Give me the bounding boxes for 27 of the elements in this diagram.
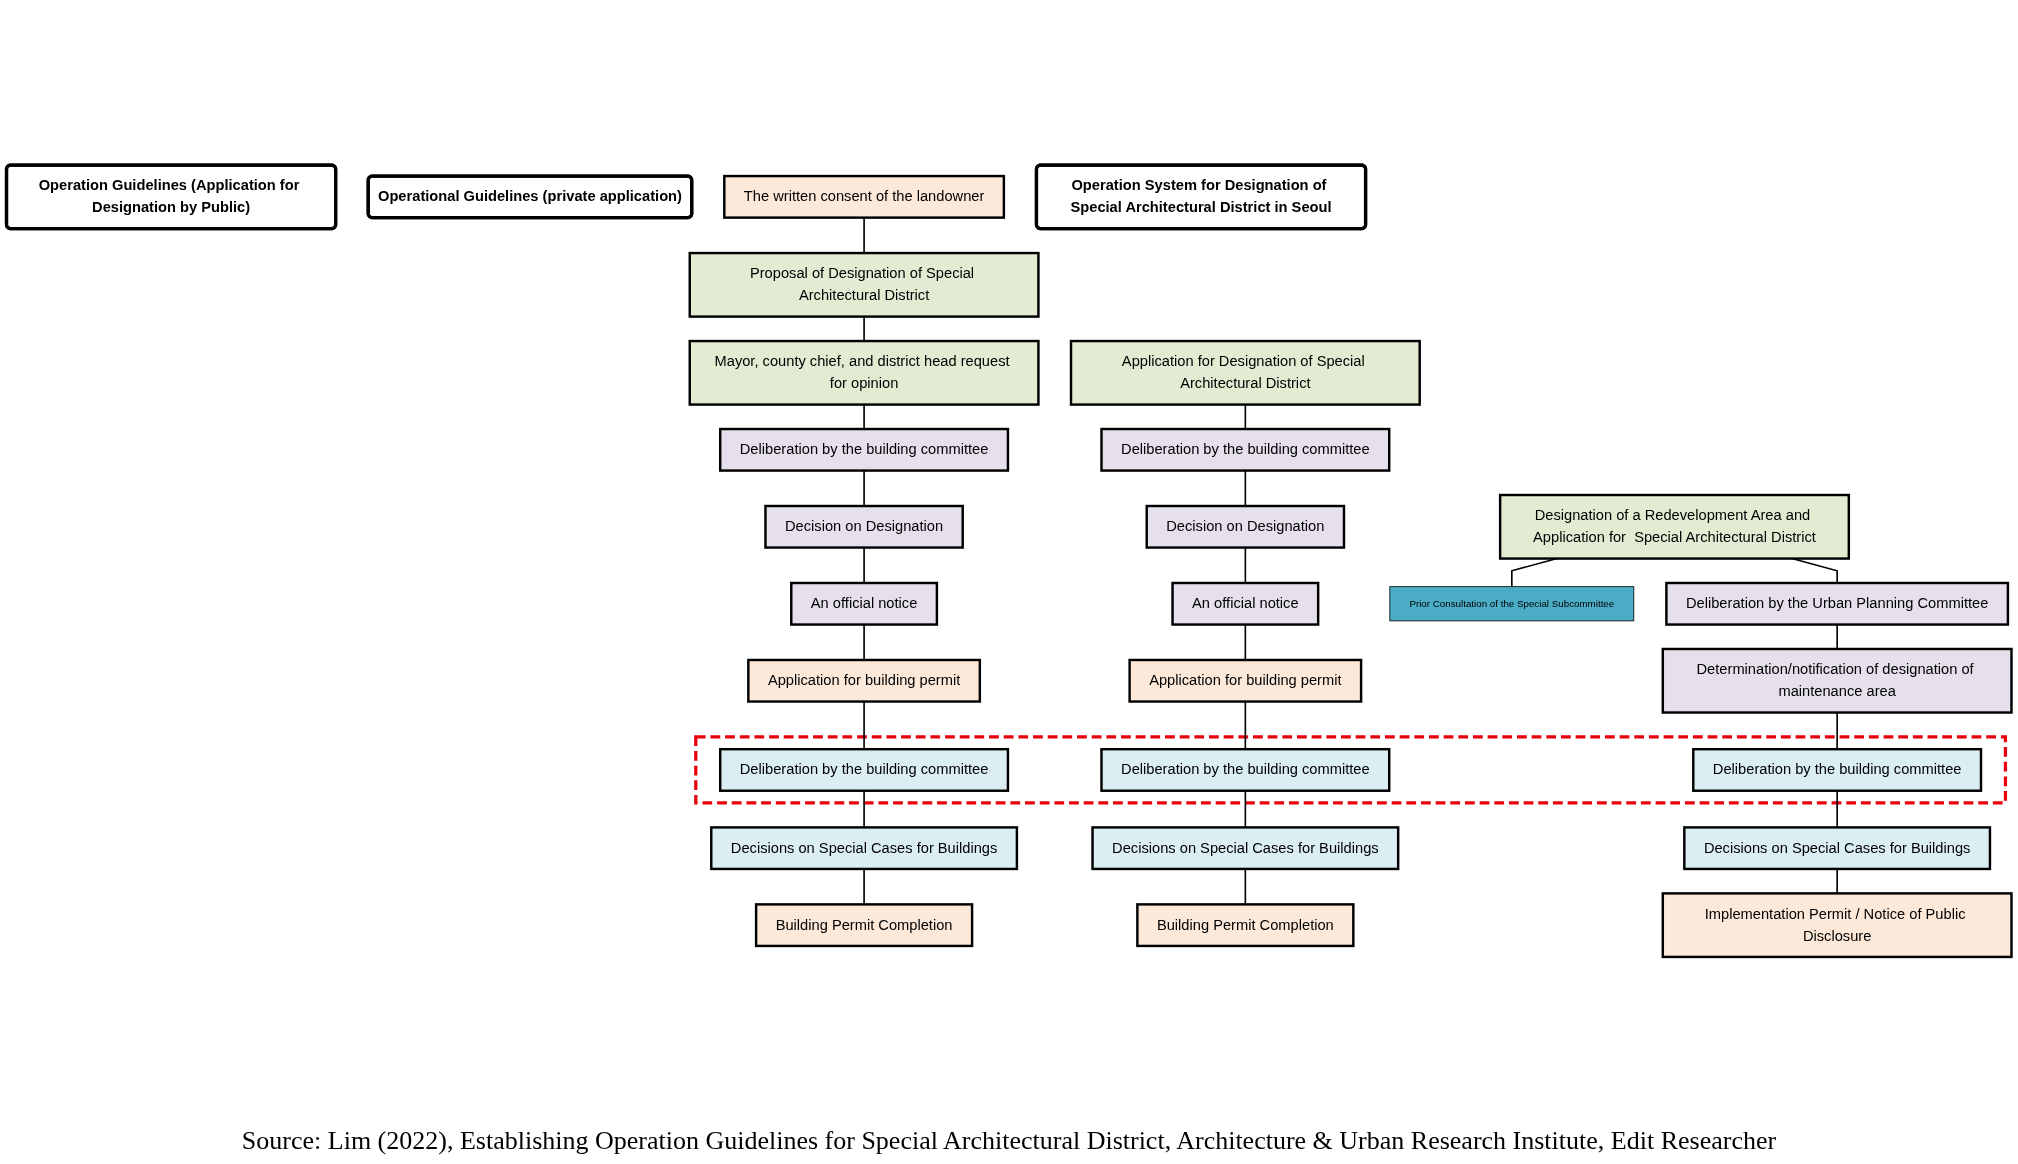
node-box: Decisions on Special Cases for Buildings xyxy=(710,826,1019,871)
node-box: Decision on Designation xyxy=(1145,504,1346,549)
node-box: Deliberation by the building committee xyxy=(1100,427,1391,472)
node-box: Mayor, county chief, and district head request for opinion xyxy=(688,339,1040,406)
node-box: Decision on Designation xyxy=(764,504,964,549)
node-box: Designation of a Redevelopment Area and Application for Special Architectural District xyxy=(1498,493,1851,560)
node-box: Proposal of Designation of Special Architectural District xyxy=(688,251,1040,318)
node-box: The written consent of the landowner xyxy=(723,174,1006,219)
node-box: Determination/notification of designation of maintenance area xyxy=(1661,647,2013,714)
node-box: Deliberation by the building committee xyxy=(719,427,1010,472)
node-box: Implementation Permit / Notice of Public Disclosure xyxy=(1661,892,2013,959)
node-box: Deliberation by the Urban Planning Committee xyxy=(1665,581,2010,626)
node-box: Building Permit Completion xyxy=(754,903,974,948)
node-box: Deliberation by the building committee xyxy=(1692,747,1983,792)
node-box: Deliberation by the building committee xyxy=(1100,747,1391,792)
node-box: Prior Consultation of the Special Subcommittee xyxy=(1389,586,1635,622)
node-box: Application for building permit xyxy=(1128,658,1363,703)
node-box: Application for Designation of Special Architectural District xyxy=(1069,339,1421,406)
node-box: Building Permit Completion xyxy=(1136,903,1355,948)
cluster xyxy=(694,735,2008,805)
node-box: Decisions on Special Cases for Buildings xyxy=(1091,826,1400,871)
source-caption: Source: Lim (2022), Establishing Operation Guidelines for Special Architectural District, Architecture & Urban Research Institute, Edit Researcher xyxy=(241,1126,1777,1156)
node-box: An official notice xyxy=(790,581,939,626)
node-box: An official notice xyxy=(1171,581,1320,626)
node-box: Decisions on Special Cases for Buildings xyxy=(1683,826,1992,871)
node-box: Application for building permit xyxy=(747,658,982,703)
node-box: Deliberation by the building committee xyxy=(719,747,1010,792)
